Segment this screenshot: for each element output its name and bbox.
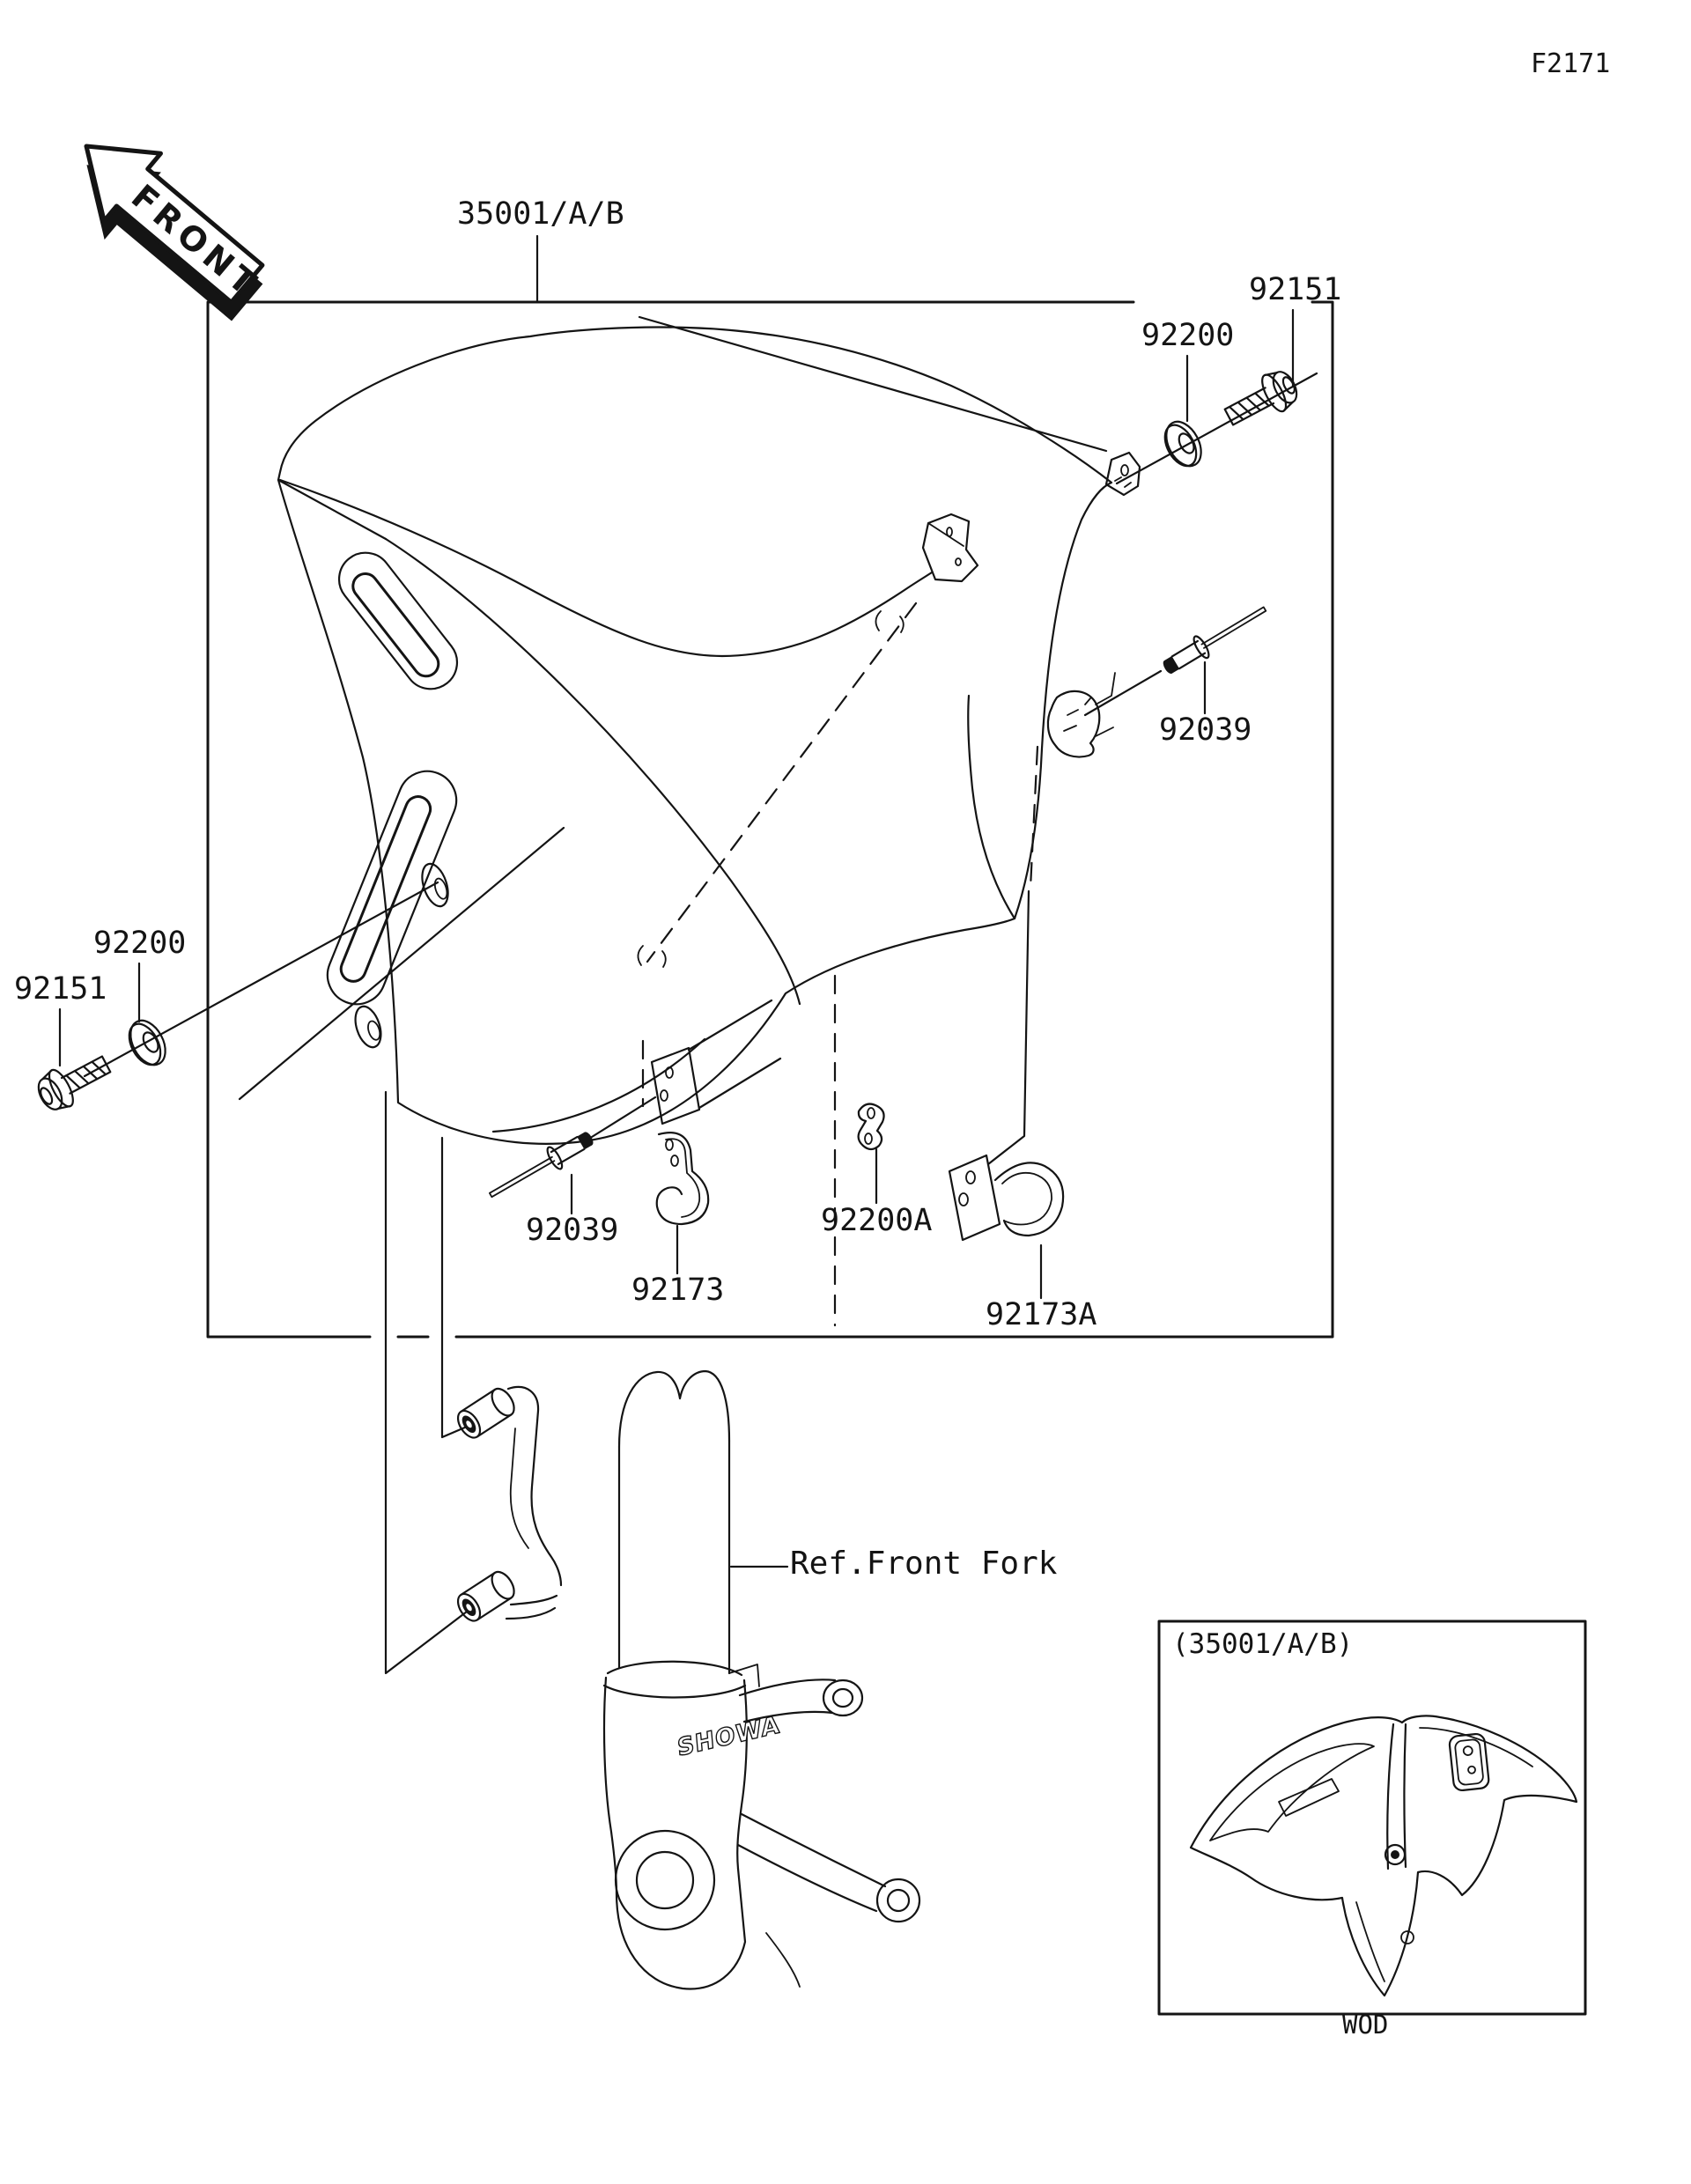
front-fork-drawing: SHOWA [602, 1369, 921, 1990]
part-label-washer-left: 92200 [93, 926, 187, 961]
part-label-rivet-bottom: 92039 [526, 1213, 619, 1248]
clamp-92173-drawing [655, 1132, 710, 1226]
fender-rear-mount [1104, 451, 1141, 497]
assembly-group-box [206, 300, 1334, 1339]
stay-boss-upper [452, 1383, 520, 1443]
fender-rear-grommet [1046, 672, 1116, 758]
front-fender-drawing [277, 326, 1141, 1145]
fender-side-slot [326, 770, 458, 1006]
fender-stay-drawing [505, 1386, 563, 1620]
inset-variant-code: WOD [1342, 2010, 1389, 2040]
part-label-fender: 35001/A/B [457, 196, 624, 232]
retainer-clip-marks [637, 610, 905, 968]
screw-top-right-drawing [1218, 364, 1304, 437]
hidden-line-leaders [641, 601, 1039, 1327]
fender-under-tab [650, 999, 782, 1125]
washer-left-drawing [121, 1014, 174, 1073]
reference-label-front-fork: Ref.Front Fork [790, 1546, 1058, 1582]
page-code: F2171 [1531, 48, 1611, 79]
part-label-screw-top: 92151 [1249, 272, 1342, 307]
part-label-washer-a: 92200A [821, 1203, 933, 1238]
washer-top-right-drawing [1156, 415, 1209, 474]
bracket-92200A-drawing [857, 1103, 885, 1151]
fender-screw-hole-lower [354, 1005, 382, 1049]
assembly-axis-lines [83, 315, 1318, 1675]
screw-left-drawing [31, 1044, 117, 1118]
fender-crown-tab [921, 513, 979, 583]
fender-screw-hole-upper [421, 862, 449, 908]
inset-variant-box [1157, 1620, 1587, 2016]
inset-group-label: (35001/A/B) [1172, 1628, 1354, 1660]
part-label-rivet-right: 92039 [1159, 712, 1252, 748]
callout-leader-lines [58, 234, 1295, 1568]
fork-brand-mark: SHOWA [676, 1711, 781, 1762]
inset-fender-drawing [1189, 1715, 1578, 1997]
rivet-right-drawing [1157, 597, 1273, 681]
part-label-clamp: 92173 [631, 1273, 725, 1308]
fender-nose-slot [337, 551, 459, 690]
part-label-clamp-a: 92173A [986, 1297, 1097, 1332]
part-label-washer-top: 92200 [1141, 318, 1235, 353]
clamp-92173A-drawing [948, 1154, 1065, 1242]
stay-boss-lower [452, 1567, 520, 1627]
rivet-bottom-drawing [484, 1125, 599, 1207]
part-label-screw-left: 92151 [14, 971, 107, 1007]
